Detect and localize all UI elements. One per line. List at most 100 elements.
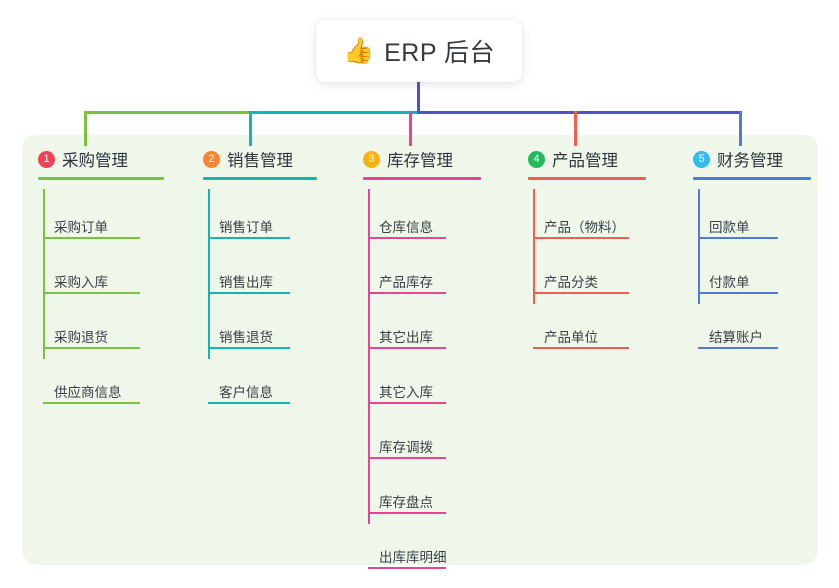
branch-item-underline: [43, 237, 140, 239]
connector-bar-root: [417, 111, 742, 114]
branch-item-label: 回款单: [709, 220, 750, 235]
branch-item[interactable]: 采购订单: [22, 189, 140, 244]
branch-item[interactable]: 销售退货: [187, 299, 293, 354]
branch-spine-line: [368, 189, 370, 524]
branch-item[interactable]: 回款单: [677, 189, 783, 244]
branch-header-4[interactable]: 4 产品管理: [512, 146, 646, 180]
branch-column-2: 2 销售管理销售订单销售出库销售退货客户信息: [187, 146, 317, 409]
branch-item[interactable]: 产品（物料）: [512, 189, 629, 244]
branch-item-underline: [368, 512, 446, 514]
branch-item[interactable]: 采购退货: [22, 299, 140, 354]
branch-item-underline: [208, 347, 290, 349]
branch-item-label: 产品分类: [544, 275, 598, 290]
branch-item-underline: [208, 402, 290, 404]
branch-item-underline: [208, 237, 290, 239]
branch-item[interactable]: 销售订单: [187, 189, 293, 244]
connector-drop-branch-3: [409, 111, 412, 146]
branch-item-label: 产品（物料）: [544, 220, 625, 235]
branch-header-underline: [528, 177, 646, 180]
branch-item-label: 供应商信息: [54, 385, 122, 400]
branch-header-underline: [363, 177, 481, 180]
branch-header-label: 财务管理: [717, 152, 783, 170]
branch-column-3: 3 库存管理仓库信息产品库存其它出库其它入库库存调拨库存盘点出库库明细: [347, 146, 481, 574]
branch-header-label: 采购管理: [62, 152, 128, 170]
connector-drop-branch-1: [84, 111, 87, 146]
branch-item-label: 仓库信息: [379, 220, 433, 235]
branch-item[interactable]: 客户信息: [187, 354, 293, 409]
branch-spine-line: [698, 189, 700, 304]
branch-item-underline: [368, 457, 446, 459]
branch-item[interactable]: 产品库存: [347, 244, 453, 299]
branch-header-row: 2 销售管理: [187, 146, 293, 172]
connector-drop-branch-4: [574, 111, 577, 146]
branch-item-label: 销售订单: [219, 220, 273, 235]
branch-item[interactable]: 销售出库: [187, 244, 293, 299]
branch-item-label: 库存调拨: [379, 440, 433, 455]
branch-item[interactable]: 其它出库: [347, 299, 453, 354]
branch-item-label: 出库库明细: [379, 550, 447, 565]
branch-item-label: 采购订单: [54, 220, 108, 235]
connector-bar-branch-1: [84, 111, 249, 114]
thumbs-up-icon: 👍: [342, 36, 375, 65]
connector-bar-branch-2: [249, 111, 417, 114]
branch-item-label: 采购退货: [54, 330, 108, 345]
branch-item[interactable]: 仓库信息: [347, 189, 453, 244]
branch-item-underline: [698, 347, 778, 349]
branch-item-underline: [368, 347, 446, 349]
branch-item-label: 销售退货: [219, 330, 273, 345]
branch-header-2[interactable]: 2 销售管理: [187, 146, 317, 180]
root-node-content: 👍 ERP 后台: [343, 33, 495, 69]
branch-number-badge-3: 3: [363, 150, 380, 168]
branch-item[interactable]: 其它入库: [347, 354, 453, 409]
branch-items-list: 销售订单销售出库销售退货客户信息: [187, 189, 293, 409]
branch-item[interactable]: 采购入库: [22, 244, 140, 299]
branch-number-badge-2: 2: [203, 150, 220, 168]
connector-drop-branch-2: [249, 111, 252, 146]
branch-header-label: 库存管理: [387, 152, 453, 170]
branch-item[interactable]: 库存盘点: [347, 464, 453, 519]
branch-item-label: 其它出库: [379, 330, 433, 345]
branch-item-label: 库存盘点: [379, 495, 433, 510]
root-node-label: ERP 后台: [384, 39, 496, 67]
root-connector-vertical: [417, 82, 420, 114]
branch-item[interactable]: 出库库明细: [347, 519, 453, 574]
branch-items-list: 采购订单采购入库采购退货供应商信息: [22, 189, 140, 409]
branch-item-underline: [698, 237, 778, 239]
branch-header-underline: [693, 177, 811, 180]
branch-items-list: 仓库信息产品库存其它出库其它入库库存调拨库存盘点出库库明细: [347, 189, 453, 574]
branch-item-underline: [368, 292, 446, 294]
branch-item-underline: [533, 237, 629, 239]
branch-item-label: 产品单位: [544, 330, 598, 345]
branch-item-underline: [368, 402, 446, 404]
branch-item-underline: [43, 292, 140, 294]
branch-item-label: 产品库存: [379, 275, 433, 290]
branch-number-badge-4: 4: [528, 150, 545, 168]
branch-header-row: 3 库存管理: [347, 146, 453, 172]
branch-item[interactable]: 结算账户: [677, 299, 783, 354]
branch-item-underline: [533, 292, 629, 294]
branch-header-underline: [203, 177, 317, 180]
branch-header-label: 产品管理: [552, 152, 618, 170]
branch-item[interactable]: 产品单位: [512, 299, 629, 354]
root-node-erp-backend[interactable]: 👍 ERP 后台: [316, 20, 522, 82]
branch-column-4: 4 产品管理产品（物料） 产品分类产品单位: [512, 146, 646, 354]
branch-header-row: 4 产品管理: [512, 146, 618, 172]
branch-item[interactable]: 库存调拨: [347, 409, 453, 464]
branch-item-label: 销售出库: [219, 275, 273, 290]
branch-item-label: 其它入库: [379, 385, 433, 400]
branch-item-underline: [208, 292, 290, 294]
branch-item[interactable]: 产品分类: [512, 244, 629, 299]
branch-header-label: 销售管理: [227, 152, 293, 170]
branch-item-underline: [43, 347, 140, 349]
branch-items-list: 回款单付款单结算账户: [677, 189, 783, 354]
branch-header-3[interactable]: 3 库存管理: [347, 146, 481, 180]
branch-item[interactable]: 付款单: [677, 244, 783, 299]
branch-item[interactable]: 供应商信息: [22, 354, 140, 409]
